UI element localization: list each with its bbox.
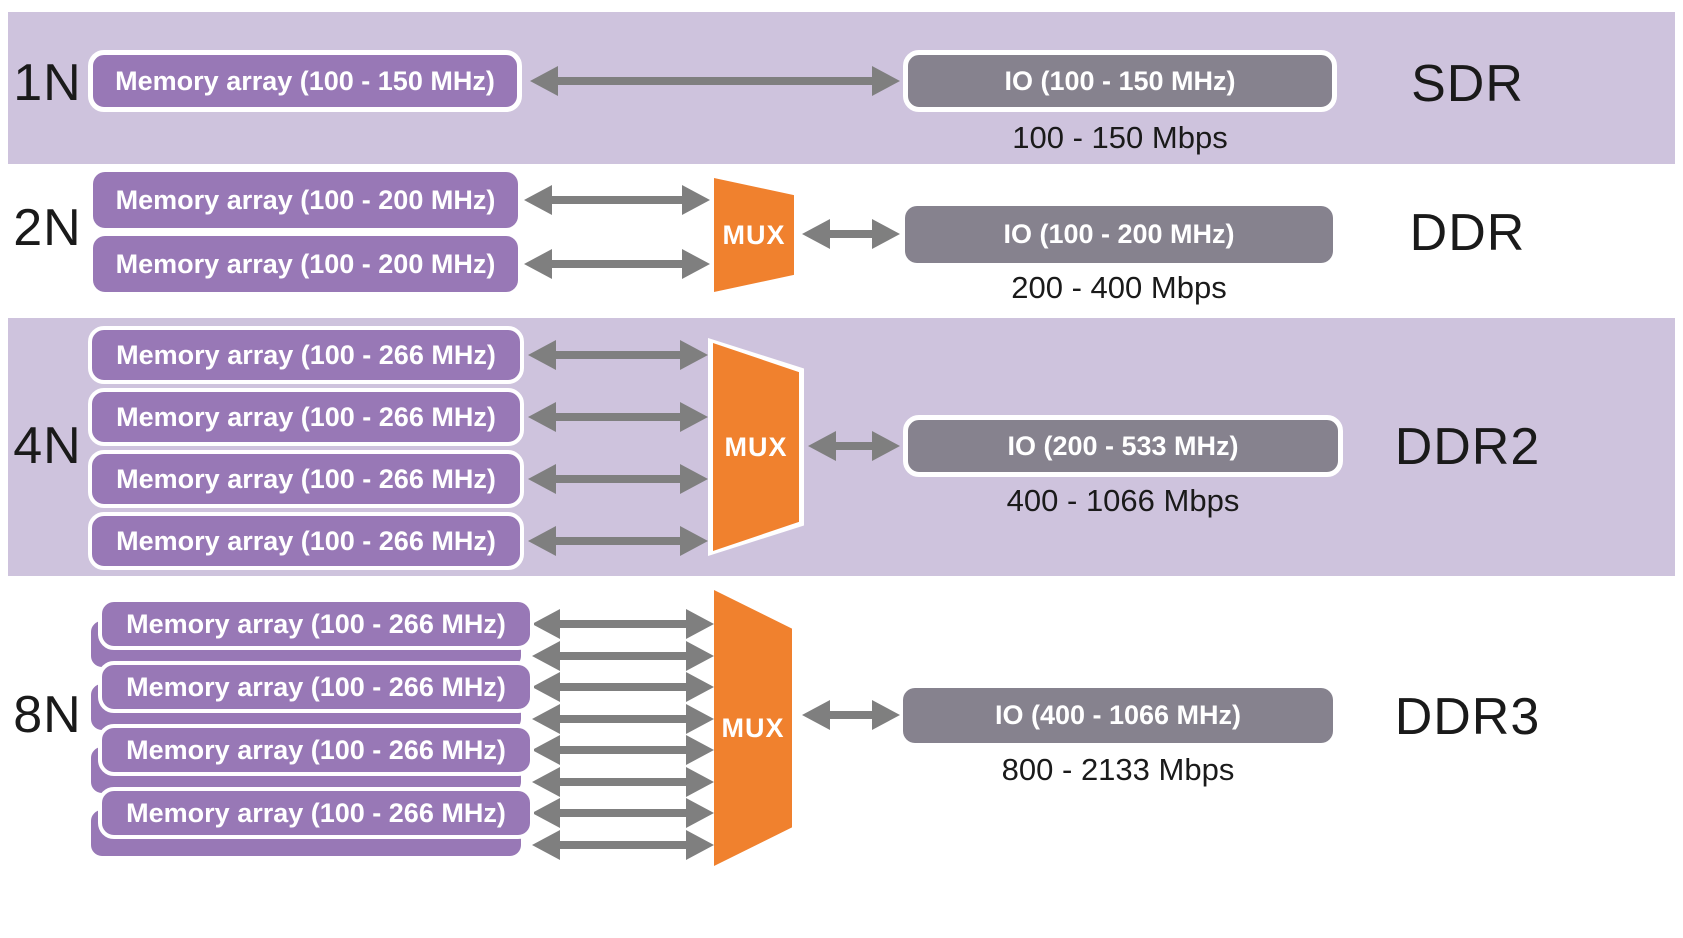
io-label: IO (200 - 533 MHz) [1007, 430, 1239, 461]
mux-shape: MUX [714, 590, 792, 866]
memory-array-box: Memory array (100 - 200 MHz) [93, 236, 518, 292]
memory-array-label: Memory array (100 - 266 MHz) [116, 401, 496, 432]
bidirectional-arrow-icon [528, 340, 708, 370]
memory-array-label: Memory array (100 - 266 MHz) [126, 608, 506, 639]
memory-array-label: Memory array (100 - 266 MHz) [126, 671, 506, 702]
io-box: IO (400 - 1066 MHz) [903, 688, 1333, 743]
mux-label: MUX [722, 219, 786, 250]
io-label: IO (400 - 1066 MHz) [994, 700, 1242, 730]
data-rate-label: 400 - 1066 Mbps [1006, 483, 1240, 518]
standard-label-ddr2: DDR2 [1394, 418, 1541, 476]
bidirectional-arrow-icon [532, 767, 714, 797]
data-rate-label: 200 - 400 Mbps [1011, 270, 1227, 305]
io-box: IO (200 - 533 MHz) [903, 415, 1343, 477]
prefetch-label-1n: 1N [13, 54, 82, 112]
memory-array-label: Memory array (100 - 266 MHz) [116, 463, 496, 494]
memory-array-box: Memory array (100 - 266 MHz) [98, 724, 534, 776]
bidirectional-arrow-icon [532, 704, 714, 734]
standard-label-ddr: DDR [1409, 204, 1526, 262]
memory-array-label: Memory array (100 - 200 MHz) [115, 248, 496, 279]
memory-array-box: Memory array (100 - 266 MHz) [88, 326, 524, 384]
prefetch-label-8n: 8N [13, 686, 82, 744]
memory-array-label: Memory array (100 - 150 MHz) [115, 65, 495, 96]
memory-array-box: Memory array (100 - 266 MHz) [88, 388, 524, 446]
bidirectional-arrow-icon [528, 526, 708, 556]
bidirectional-arrow-icon [802, 219, 900, 249]
memory-array-label: Memory array (100 - 200 MHz) [115, 184, 496, 215]
io-label: IO (100 - 150 MHz) [1004, 65, 1236, 96]
prefetch-label-4n: 4N [13, 417, 82, 475]
memory-array-box: Memory array (100 - 150 MHz) [88, 50, 522, 112]
io-box: IO (100 - 200 MHz) [905, 206, 1333, 263]
mux-label: MUX [721, 712, 785, 743]
memory-array-label: Memory array (100 - 266 MHz) [126, 734, 506, 765]
bidirectional-arrow-icon [530, 66, 900, 96]
data-rate-label: 100 - 150 Mbps [1012, 120, 1228, 155]
memory-array-box: Memory array (100 - 266 MHz) [98, 787, 534, 839]
bidirectional-arrow-icon [532, 672, 714, 702]
mux-shape: MUX [714, 178, 794, 292]
memory-array-label: Memory array (100 - 266 MHz) [116, 525, 496, 556]
memory-array-box: Memory array (100 - 266 MHz) [88, 450, 524, 508]
bidirectional-arrow-icon [802, 700, 900, 730]
prefetch-label-2n: 2N [13, 199, 82, 257]
standard-label-sdr: SDR [1411, 55, 1524, 113]
mux-inner: MUX [713, 343, 799, 551]
memory-array-box: Memory array (100 - 266 MHz) [98, 598, 534, 650]
bidirectional-arrow-icon [532, 609, 714, 639]
memory-array-label: Memory array (100 - 266 MHz) [126, 797, 506, 828]
data-rate-label: 800 - 2133 Mbps [1001, 752, 1235, 787]
memory-array-label: Memory array (100 - 266 MHz) [116, 339, 496, 370]
bidirectional-arrow-icon [528, 464, 708, 494]
memory-array-box: Memory array (100 - 266 MHz) [98, 661, 534, 713]
mux-label: MUX [724, 431, 788, 462]
bidirectional-arrow-icon [532, 830, 714, 860]
standard-label-ddr3: DDR3 [1394, 688, 1541, 746]
memory-array-box: Memory array (100 - 200 MHz) [93, 172, 518, 228]
mux-shape: MUX [708, 338, 804, 556]
memory-array-box: Memory array (100 - 266 MHz) [88, 512, 524, 570]
bidirectional-arrow-icon [528, 402, 708, 432]
io-label: IO (100 - 200 MHz) [1003, 219, 1235, 249]
bidirectional-arrow-icon [532, 798, 714, 828]
bidirectional-arrow-icon [532, 641, 714, 671]
bidirectional-arrow-icon [808, 431, 900, 461]
bidirectional-arrow-icon [524, 249, 710, 279]
bidirectional-arrow-icon [524, 185, 710, 215]
io-box: IO (100 - 150 MHz) [903, 50, 1337, 112]
bidirectional-arrow-icon [532, 735, 714, 765]
